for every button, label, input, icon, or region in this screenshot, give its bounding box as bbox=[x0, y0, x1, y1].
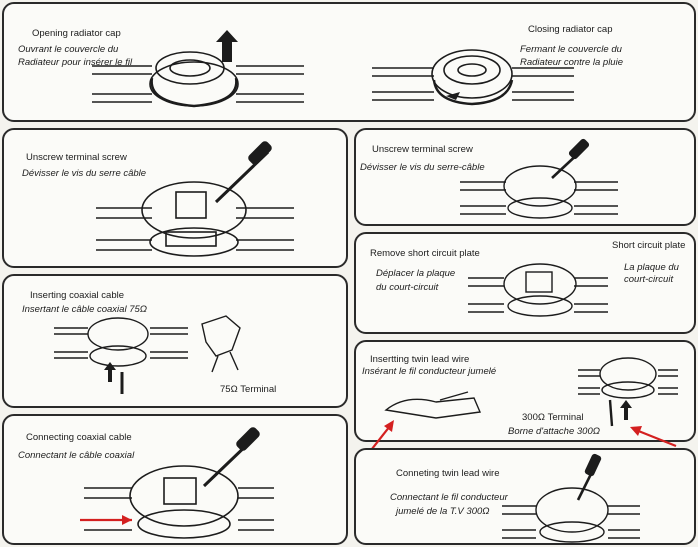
opening-cap-title: Opening radiator cap bbox=[32, 28, 121, 39]
panel-inserting-twin-lead: Insertting twin lead wire Insérant le fi… bbox=[354, 340, 696, 455]
panel-inserting-coaxial: Inserting coaxial cable Insertant le câb… bbox=[2, 274, 348, 408]
inserting-twin-title: Insertting twin lead wire bbox=[370, 354, 470, 365]
radiator-cap-illustration bbox=[92, 30, 574, 108]
inserting-coaxial-fr: Insertant le câble coaxial 75Ω bbox=[22, 304, 147, 315]
remove-plate-title: Remove short circuit plate bbox=[370, 248, 480, 259]
inserting-twin-illustration bbox=[367, 357, 678, 455]
panel-radiator-cap: Opening radiator cap Ouvrant le couvercl… bbox=[2, 2, 696, 122]
unscrew-right-title: Unscrew terminal screw bbox=[372, 144, 473, 155]
connecting-twin-fr-line1: Connectant le fil conducteur bbox=[390, 492, 508, 503]
unscrew-fr: Dévisser le vis du serre câble bbox=[22, 168, 147, 179]
short-plate-fr-line1: La plaque du bbox=[624, 262, 679, 273]
connecting-coaxial-illustration bbox=[80, 427, 274, 539]
connecting-coaxial-fr: Connectant le câble coaxial bbox=[18, 450, 135, 461]
closing-cap-fr-line2: Radiateur contre la pluie bbox=[520, 57, 623, 68]
remove-plate-fr-line1: Déplacer la plaque bbox=[376, 268, 456, 279]
panel-short-circuit-plate: Remove short circuit plate Déplacer la p… bbox=[354, 232, 696, 334]
inserting-coaxial-illustration bbox=[54, 315, 241, 394]
closing-cap-title: Closing radiator cap bbox=[528, 24, 613, 35]
terminal-300-label: 300Ω Terminal bbox=[522, 412, 584, 423]
terminal-75-label: 75Ω Terminal bbox=[220, 384, 277, 395]
red-arrow-coaxial bbox=[80, 515, 132, 525]
remove-plate-fr-line2: du court-circuit bbox=[376, 282, 439, 293]
opening-cap-fr-line2: Radiateur pour insérer le fil bbox=[18, 57, 133, 68]
connecting-twin-fr-line2: jumelé de la T.V 300Ω bbox=[396, 506, 490, 517]
unscrew-right-illustration bbox=[460, 138, 618, 219]
closing-cap-fr-line1: Fermant le couvercle du bbox=[520, 44, 622, 55]
short-plate-illustration bbox=[468, 263, 608, 317]
short-plate-title: Short circuit plate bbox=[612, 240, 686, 251]
connecting-twin-illustration bbox=[502, 453, 640, 543]
panel-unscrew-terminal-left: Unscrew terminal screw Dévisser le vis d… bbox=[2, 128, 348, 268]
panel-unscrew-terminal-right: Unscrew terminal screw Dévisser le vis d… bbox=[354, 128, 696, 226]
connecting-twin-title: Conneting twin lead wire bbox=[396, 468, 500, 479]
unscrew-title: Unscrew terminal screw bbox=[26, 152, 127, 163]
terminal-300-fr: Borne d'attache 300Ω bbox=[508, 426, 600, 437]
panel-connecting-twin-lead: Conneting twin lead wire Connectant le f… bbox=[354, 448, 696, 545]
inserting-twin-fr: Insérant le fil conducteur jumelé bbox=[362, 366, 497, 377]
unscrew-right-fr: Dévisser le vis du serre-câble bbox=[360, 162, 485, 173]
red-arrow-terminal bbox=[630, 426, 677, 448]
inserting-coaxial-title: Inserting coaxial cable bbox=[30, 290, 124, 301]
unscrew-illustration bbox=[96, 141, 294, 257]
panel-connecting-coaxial: Connecting coaxial cable Connectant le c… bbox=[2, 414, 348, 545]
opening-cap-fr-line1: Ouvrant le couvercle du bbox=[18, 44, 119, 55]
short-plate-fr-line2: court-circuit bbox=[624, 274, 674, 285]
connecting-coaxial-title: Connecting coaxial cable bbox=[26, 432, 132, 443]
